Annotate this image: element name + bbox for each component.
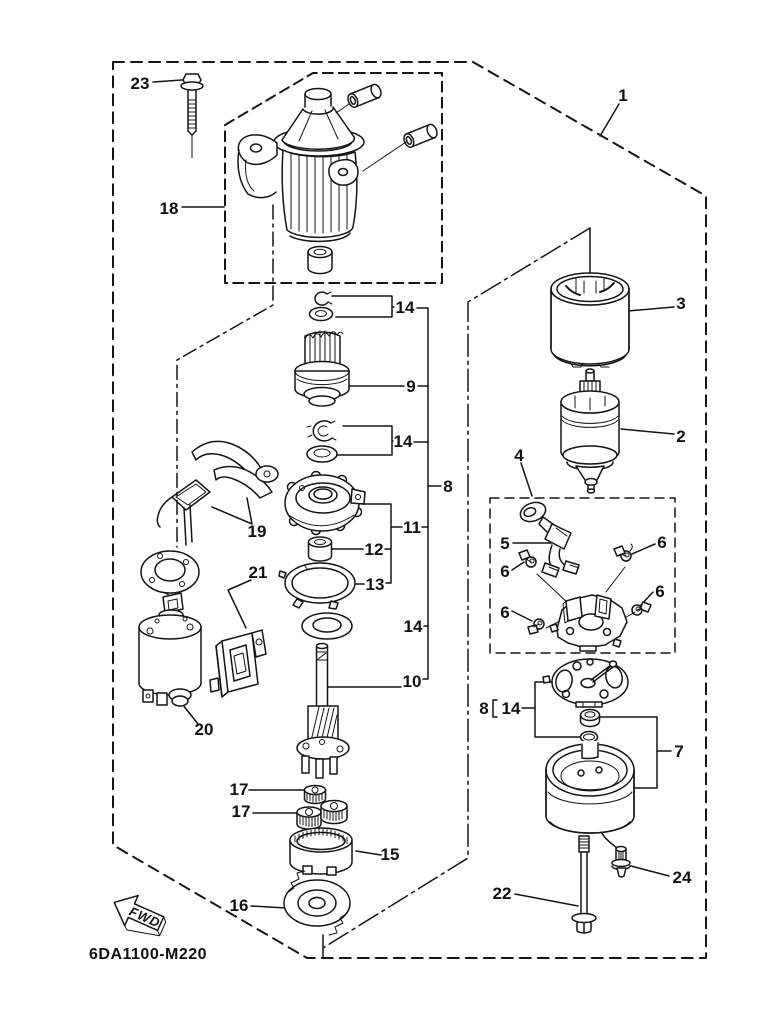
part-23-bolt <box>180 73 204 159</box>
planet-gear <box>296 806 322 830</box>
callout-6-a: 6 <box>500 562 509 581</box>
callout-15: 15 <box>381 845 400 864</box>
callout-24: 24 <box>673 868 692 887</box>
callout-14-a: 14 <box>396 298 415 317</box>
part-24-screw <box>611 845 631 878</box>
callout-20: 20 <box>195 720 214 739</box>
callout-5: 5 <box>500 534 509 553</box>
outer-dashed-boundary <box>112 61 707 959</box>
callout-14-top-bracket <box>331 295 395 318</box>
part-15-ring-gear <box>289 827 353 876</box>
washer-14c <box>301 612 353 640</box>
part-5-brush <box>519 501 580 578</box>
part-18-bushing-b <box>403 123 438 148</box>
part-21-relay-bracket <box>209 629 267 698</box>
part-12-bushing <box>307 536 333 562</box>
callout-14-c: 14 <box>404 617 423 636</box>
callout-14-d: 14 <box>502 699 521 718</box>
callout-8-14-left-bracket <box>492 681 581 738</box>
callout-13: 13 <box>366 575 385 594</box>
callout-14-b: 14 <box>394 432 413 451</box>
part-20-solenoid <box>138 592 202 707</box>
part-2-armature <box>560 368 620 494</box>
callout-11: 11 <box>403 518 421 537</box>
brush-holder-plate <box>549 594 628 652</box>
callout-12: 12 <box>365 540 384 559</box>
callout-7: 7 <box>674 742 683 761</box>
part-9-pinion-gear <box>294 330 350 407</box>
callout-9: 9 <box>406 377 415 396</box>
callout-1: 1 <box>618 86 627 105</box>
callout-16: 16 <box>230 896 249 915</box>
brush-end-plate <box>542 658 629 708</box>
part-18-dashed-box <box>224 72 443 284</box>
armature-washer <box>579 708 601 728</box>
callout-22: 22 <box>493 884 512 903</box>
leader-lines <box>152 79 675 909</box>
part-10-drive-shaft <box>296 642 350 779</box>
part-7-end-cap <box>545 741 635 834</box>
circlip-14a <box>314 291 333 306</box>
callout-6-c: 6 <box>657 533 666 552</box>
callout-4: 4 <box>514 446 524 465</box>
callout-3: 3 <box>676 294 685 313</box>
e-clip-14b <box>306 420 337 442</box>
callout-6-d: 6 <box>655 582 664 601</box>
part-4-dashed-box <box>489 497 676 654</box>
callout-6-b: 6 <box>500 603 509 622</box>
part-18-bushing-a <box>347 83 382 108</box>
callout-7-bracket <box>598 716 672 789</box>
part-21-gasket-plate <box>140 550 200 596</box>
brush-spring <box>613 543 633 562</box>
part-17-planet-gears <box>296 784 348 830</box>
callout-10: 10 <box>403 672 422 691</box>
callout-8-right: 8 <box>443 477 452 496</box>
callout-14-mid-bracket <box>336 425 394 456</box>
callout-11-12-13-bracket <box>327 385 405 688</box>
callout-labels: 1 2 3 4 5 6 6 6 6 7 8 8 9 10 11 12 13 14… <box>131 74 692 915</box>
washer-14a <box>308 306 334 322</box>
brush-spring <box>631 601 652 616</box>
part-3-yoke <box>550 272 630 368</box>
planet-gear <box>320 799 348 825</box>
fwd-arrow: FWD <box>113 894 167 937</box>
washer-14b <box>306 445 338 463</box>
axis-centerline <box>176 204 274 548</box>
part-19-shift-fork <box>191 440 279 499</box>
callout-21: 21 <box>249 563 268 582</box>
diagram-ref-code: 6DA1100-M220 <box>89 946 207 963</box>
part-6-springs <box>518 543 652 635</box>
part-13-ring <box>278 562 356 610</box>
callout-17-a: 17 <box>230 780 249 799</box>
callout-17-b: 17 <box>232 802 251 821</box>
o-ring <box>579 730 599 744</box>
brush-spring <box>527 618 545 635</box>
partition-centerline <box>322 227 591 958</box>
part-18-starter-assembly <box>237 83 438 275</box>
callout-23: 23 <box>131 74 150 93</box>
callout-8-left: 8 <box>479 699 488 718</box>
part-19-spring <box>156 479 211 546</box>
part-22-through-bolt <box>571 835 597 934</box>
planet-gear <box>303 784 327 805</box>
part-11-front-bracket <box>284 470 366 536</box>
callout-19: 19 <box>248 522 267 541</box>
part-16-drive-plate <box>283 870 351 936</box>
callout-2: 2 <box>676 427 685 446</box>
brush-spring <box>518 549 537 568</box>
callout-18: 18 <box>160 199 179 218</box>
group-8-bracket <box>413 307 442 680</box>
